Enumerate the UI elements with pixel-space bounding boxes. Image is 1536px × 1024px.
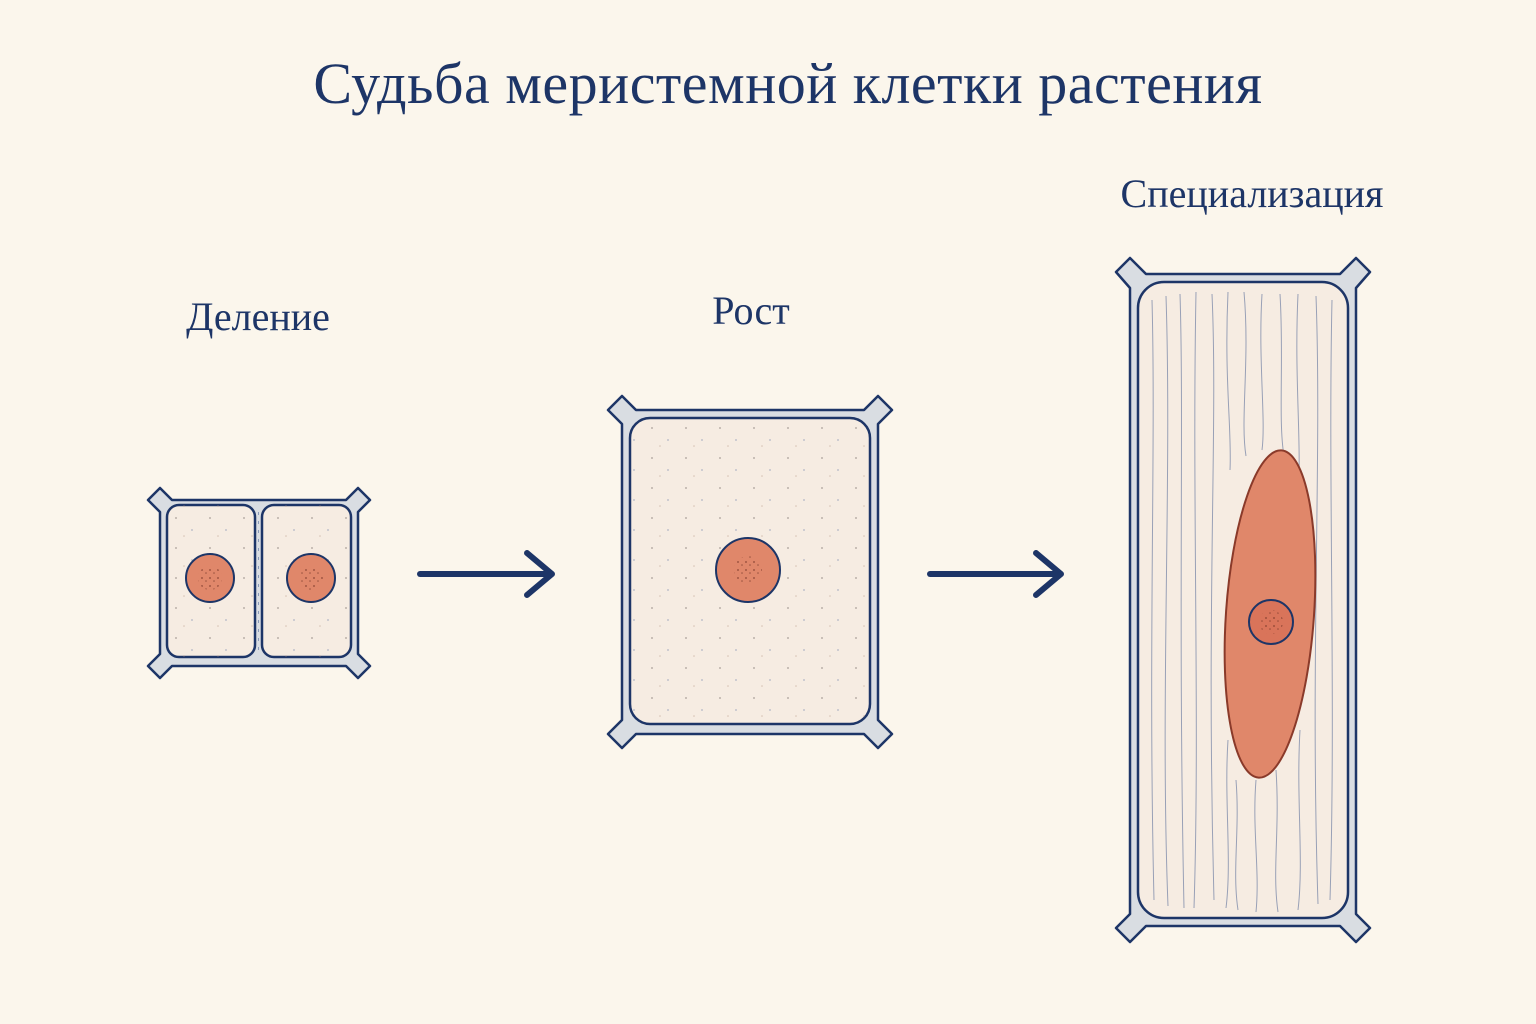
diagram-title: Судьба меристемной клетки растения: [313, 51, 1263, 116]
stage-label-growth: Рост: [712, 288, 790, 333]
arrow-growth-to-specialization: [927, 550, 1064, 598]
growing-cell: [606, 394, 894, 750]
nucleus: [1248, 599, 1294, 645]
stage-label-specialization: Специализация: [1120, 171, 1384, 216]
stage-label-division: Деление: [186, 294, 330, 339]
specialized-cell: [1114, 256, 1372, 944]
dividing-cell: [146, 486, 372, 680]
nucleus-right: [286, 553, 336, 603]
arrow-division-to-growth: [417, 550, 555, 598]
nucleus: [715, 537, 781, 603]
fiber-striations: [1151, 291, 1333, 913]
nucleus-left: [185, 553, 235, 603]
